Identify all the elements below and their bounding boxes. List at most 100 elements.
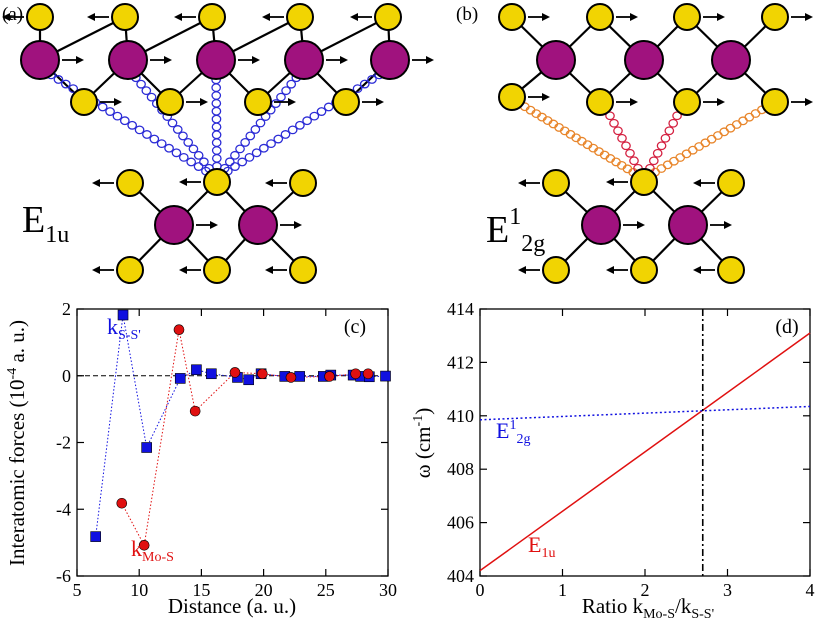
s-atom [673,3,701,31]
chart-c-series-label-kss: kS-S' [107,314,141,343]
mo-atom [108,40,148,80]
spring-loop [172,125,183,134]
arrowhead [693,179,701,187]
spring-loop [273,134,284,144]
data-point-circle [173,324,185,335]
spring-loop [656,141,667,151]
spring-loop [211,122,222,132]
x-tick-label: 30 [379,580,397,600]
spring-loop [230,150,240,160]
spring-loop [211,98,222,108]
chart-d-series-lines [479,309,811,576]
spring-loop [156,139,167,149]
data-point-square [206,368,217,380]
spring-loop [105,107,115,116]
y-tick-label: 410 [447,406,474,426]
spring-loop [178,131,188,141]
arrowhead [630,98,638,106]
spring-loop [625,148,635,158]
s-atom [70,88,98,116]
panel-a-springs [38,65,392,181]
data-point-square [380,370,391,382]
s-atom [198,3,226,31]
arrowhead [518,266,526,274]
y-tick-label: 408 [447,459,474,479]
s-atom [761,88,789,116]
arrowhead [350,13,358,21]
arrowhead [288,98,296,106]
spring-loop [648,156,659,166]
chart-c-x-axis-label: Distance (a. u.) [168,594,296,618]
chart-c-series-label-kmos: kMo-S [131,536,174,565]
spring-loop [235,144,245,154]
mo-atom [284,40,324,80]
spring-loop [211,106,222,116]
arrowhead [717,98,725,106]
spring-loop [629,156,639,166]
spring-loop [224,157,235,167]
s-atom [156,88,184,116]
spring-loop [193,150,204,160]
s-atom [332,88,360,116]
spring-loop [134,125,145,135]
spring-loop [112,111,123,121]
spring-loop [142,130,152,139]
mo-atom [581,205,621,245]
spring-loop [652,148,663,158]
spring-loop [669,156,679,166]
spring-loop [316,107,327,116]
arrowhead [174,13,182,21]
spring-loop [240,137,250,147]
spring-loop [660,133,671,143]
spring-loop [211,91,222,100]
s-atom [498,3,526,31]
x-tick-label: 20 [255,580,273,600]
x-tick-label: 1 [558,580,567,600]
s-atom [289,256,317,284]
y-tick-label: -4 [56,499,71,519]
spring-loop [146,92,157,102]
data-point-square [191,364,202,376]
panel-b-atoms [498,3,789,284]
arrowhead [252,56,260,64]
arrowhead [262,13,270,21]
chart-c-series-lines [77,314,388,547]
chart-c-frame [76,308,389,577]
arrowhead [92,179,100,187]
data-point-circle [189,405,201,417]
spring-loop [605,111,615,121]
panel-a-structure [2,3,434,284]
series-line-1 [121,329,369,547]
series-line-0 [479,332,811,572]
chart-c-y-axis-label: Interatomic forces (10-4 a. u.) [5,320,29,566]
spring-loop [97,102,108,112]
panel-b-springs [519,102,767,177]
arrowhead [164,56,172,64]
arrowhead [693,266,701,274]
spring-loop [681,149,692,159]
mo-atom [536,40,576,80]
arrowhead [294,221,302,229]
spring-loop [706,134,717,144]
x-tick-label: 4 [806,580,815,600]
x-tick-label: 10 [130,580,148,600]
spring-loop [141,86,152,96]
spring-loop [68,84,79,94]
y-tick-label: 0 [62,366,71,386]
panel-b-structure [498,3,813,284]
spring-loop [171,148,182,158]
spring-loop [367,75,377,84]
panel-b-mode-label: E12g [486,204,545,257]
s-atom [244,88,272,116]
arrowhead [87,13,95,21]
x-tick-label: 2 [641,580,650,600]
mo-atom [370,40,410,80]
panel-b-label: (b) [456,4,478,25]
chart-d-y-axis-label: ω (cm-1) [411,408,435,478]
s-atom [203,256,231,284]
spring-loop [694,142,704,151]
spring-loop [295,120,305,130]
